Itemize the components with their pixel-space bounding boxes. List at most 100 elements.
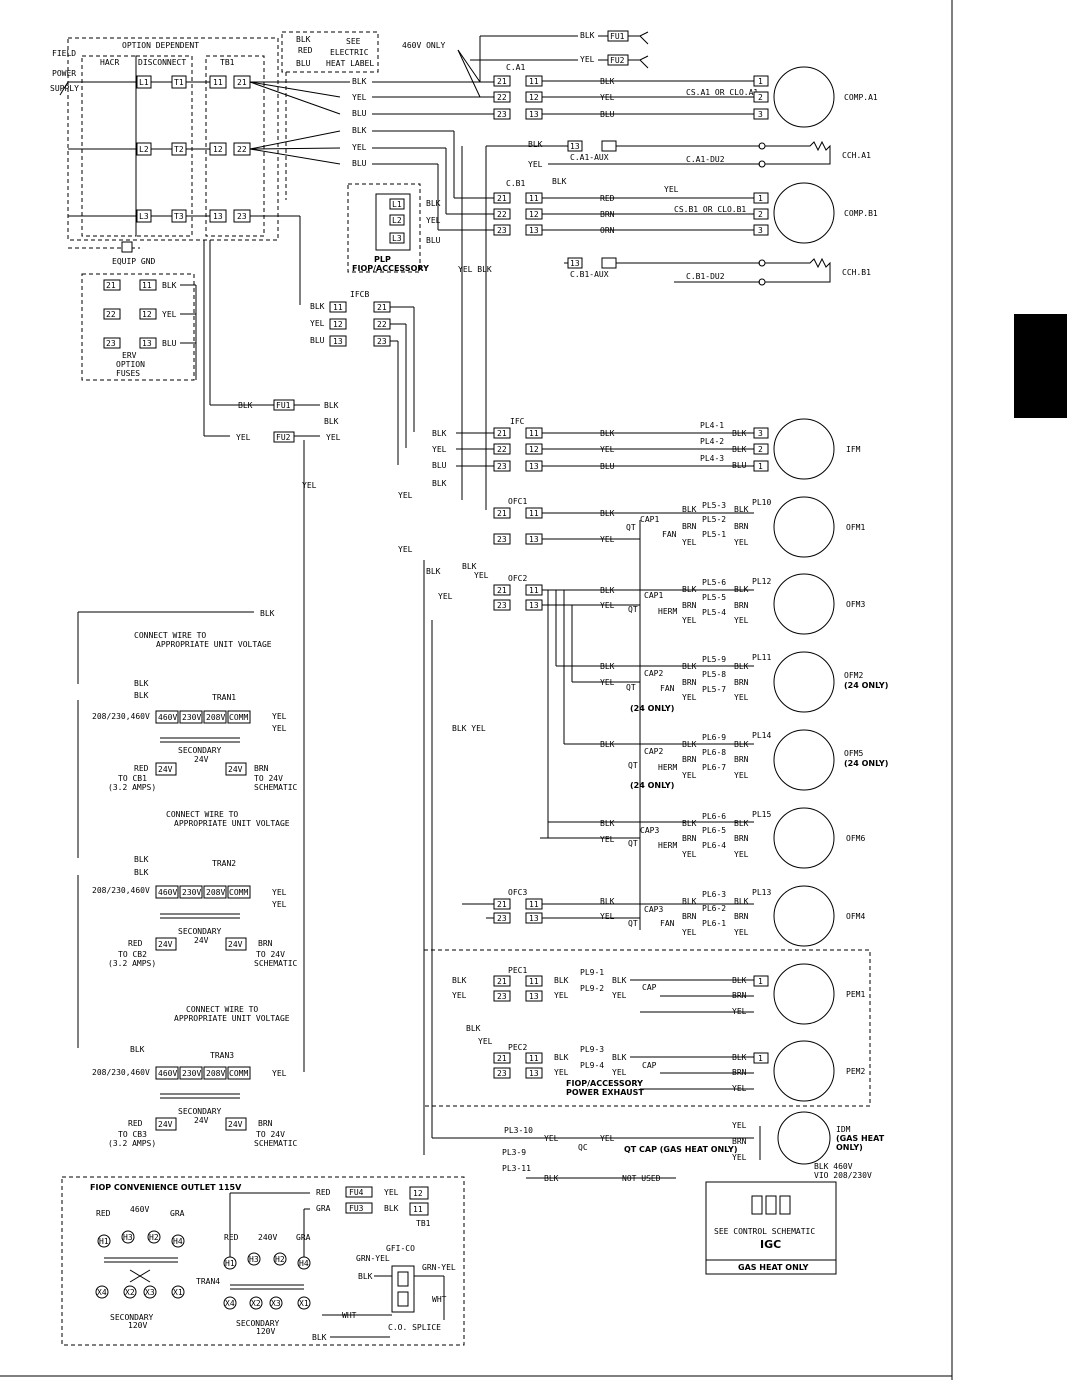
power-label: POWER [52, 69, 76, 78]
wiring-label: CAP1 [640, 515, 659, 524]
wiring-label: POWER EXHAUST [566, 1088, 644, 1097]
wiring-label: BLK [734, 505, 749, 514]
wiring-label: YEL [682, 538, 697, 547]
wiring-label: COMM [229, 888, 248, 897]
wiring-label: PL9-4 [580, 1061, 604, 1070]
terminal-block [753, 427, 769, 439]
wiring-label: PL9-2 [580, 984, 604, 993]
wiring-label: BRN [682, 755, 697, 764]
wiring-label: H1 [225, 1259, 235, 1268]
wiring-label: RED [96, 1209, 111, 1218]
wiring-label: FU1 [276, 401, 291, 410]
wiring-label: OFC2 [508, 574, 527, 583]
terminal-block [601, 140, 617, 152]
wiring-label: PL5-5 [702, 593, 726, 602]
wiring-label: BLK 460V [814, 1162, 853, 1171]
wiring-label: C.A1 [506, 63, 525, 72]
wiring-label: CAP3 [644, 905, 663, 914]
wiring-label: YEL [600, 535, 615, 544]
terminal-block [155, 885, 179, 899]
wiring-label: TO 24V [254, 774, 283, 783]
wiring-label: YEL [236, 433, 251, 442]
motor-or-terminal-symbol [297, 1296, 311, 1310]
wiring-label: YEL [272, 888, 287, 897]
terminal-block [753, 208, 769, 220]
wiring-label: L2 [139, 145, 149, 154]
wiring-label: QT [628, 605, 638, 614]
wiring-label: 13 [529, 462, 539, 471]
wiring-label: YEL [600, 835, 615, 844]
wiring-label: 3 [758, 429, 763, 438]
wiring-label: YEL [452, 991, 467, 1000]
wiring-label: BLK [426, 567, 441, 576]
wiring-label: BLK [466, 1024, 481, 1033]
motor-or-terminal-symbol [269, 1296, 283, 1310]
wiring-label: YEL [352, 93, 367, 102]
hacr-box [81, 55, 137, 237]
wire [457, 49, 481, 83]
wiring-label: 2 [758, 210, 763, 219]
wiring-label: BLK [384, 1204, 399, 1213]
wiring-label: (3.2 AMPS) [108, 1139, 156, 1148]
wiring-label: 13 [333, 337, 343, 346]
wiring-label: PL3-10 [504, 1126, 533, 1135]
wiring-label: PEM1 [846, 990, 865, 999]
wiring-label: BLU [310, 336, 325, 345]
wiring-label: 12 [529, 93, 539, 102]
wiring-label: 1 [758, 1054, 763, 1063]
wiring-label: GRA [170, 1209, 185, 1218]
wiring-label: 24V [228, 765, 243, 774]
wiring-label: BLK [732, 445, 747, 454]
tran1-section: CONNECT WIRE TO APPROPRIATE UNIT VOLTAGE… [77, 609, 298, 792]
tran3-section: CONNECT WIRE TO APPROPRIATE UNIT VOLTAGE… [77, 440, 305, 1148]
wiring-label: BLK [528, 140, 543, 149]
tran2-section: CONNECT WIRE TO APPROPRIATE UNIT VOLTAGE… [77, 700, 298, 968]
wiring-label: FU3 [349, 1204, 364, 1213]
wiring-label: BLU [352, 109, 367, 118]
terminal-block [493, 1067, 511, 1079]
cch-b1: 13 C.B1-AUX C.B1-DU2 CCH.B1 [564, 257, 871, 286]
wiring-label: ONLY) [836, 1143, 863, 1152]
wiring-label: PL6-7 [702, 763, 726, 772]
wiring-label: OFM5 [844, 749, 863, 758]
wiring-label: PL11 [752, 653, 771, 662]
wiring-label: CONNECT WIRE TO [166, 810, 238, 819]
option-dependent-box [67, 37, 279, 241]
terminal-block [389, 214, 405, 226]
wiring-label: L1 [139, 78, 149, 87]
wiring-label: BRN [734, 601, 749, 610]
wiring-label: 1 [758, 77, 763, 86]
wiring-label: 12 [213, 145, 223, 154]
wiring-label: C.O. SPLICE [388, 1323, 441, 1332]
idm-motor [777, 1111, 831, 1165]
wiring-label: YEL [310, 319, 325, 328]
wiring-label: YEL [734, 771, 749, 780]
disconnect-box [135, 55, 193, 237]
wiring-label: 11 [529, 586, 539, 595]
wiring-label: YEL [352, 143, 367, 152]
field-power-section: FIELD POWER SUPPLY OPTION DEPENDENT HACR… [50, 31, 379, 266]
terminal-block [203, 885, 227, 899]
terminal-block [391, 1265, 415, 1313]
ofm3-motor [773, 573, 835, 635]
wiring-label: YEL BLK [458, 265, 492, 274]
wiring-label: SECONDARY [178, 927, 222, 936]
wiring-label: BLK [600, 586, 615, 595]
wiring-label: BLK [600, 819, 615, 828]
wiring-label: 208V [206, 1069, 225, 1078]
wiring-label: YEL [272, 712, 287, 721]
wiring-label: 24V [228, 940, 243, 949]
wiring-label: 11 [529, 977, 539, 986]
wiring-label: CS.B1 OR CLO.B1 [674, 205, 746, 214]
wiring-label: BLK [432, 429, 447, 438]
wiring-label: FU2 [276, 433, 291, 442]
wiring-label: YEL [554, 1068, 569, 1077]
contactor-cb1: C.B1 21 11 22 12 23 13 RED BRN ORN CS.B1… [493, 179, 878, 244]
main-bus-wires: BLK YEL BLU BLK YEL BLU [195, 77, 494, 436]
wiring-label: BRN [682, 678, 697, 687]
wiring-label: 21 [497, 977, 507, 986]
